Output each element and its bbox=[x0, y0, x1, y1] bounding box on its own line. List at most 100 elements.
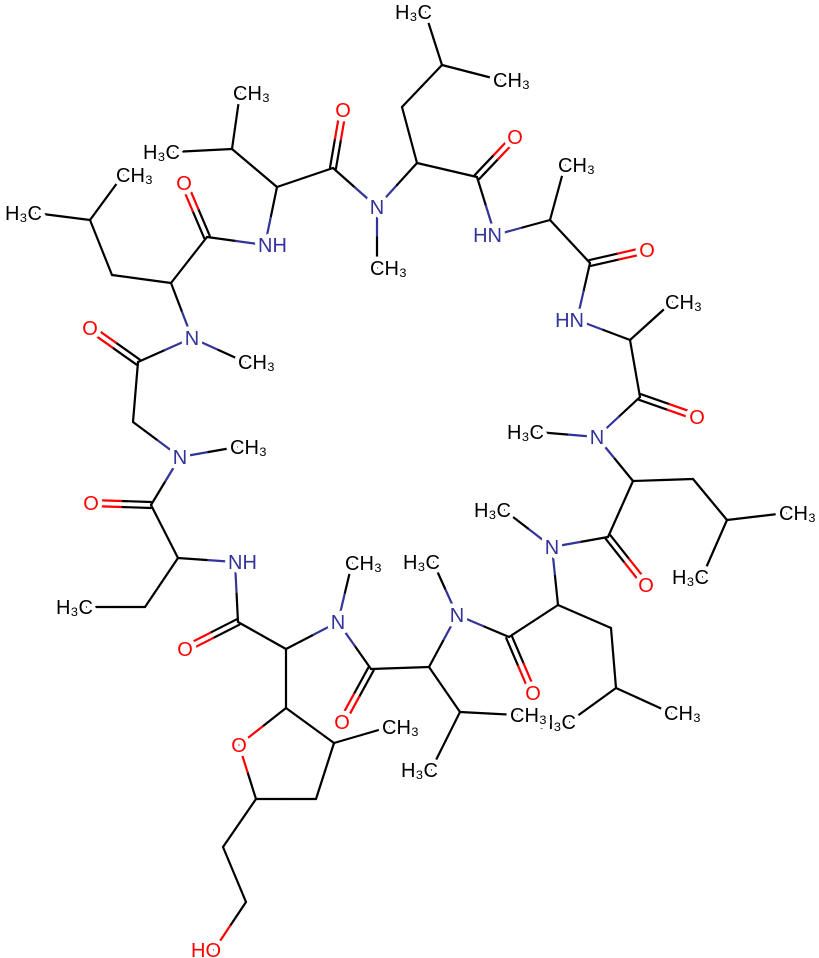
methyl-label: CH₃ bbox=[493, 70, 530, 92]
single-bond bbox=[755, 511, 788, 518]
single-bond bbox=[284, 634, 314, 651]
methyl-label: H₃C bbox=[403, 552, 440, 574]
single-bond bbox=[556, 603, 586, 618]
single-bond bbox=[163, 530, 180, 560]
single-bond bbox=[628, 319, 653, 342]
double-bond bbox=[618, 251, 649, 261]
single-bond bbox=[310, 620, 340, 637]
single-bond bbox=[617, 395, 642, 419]
single-bond bbox=[481, 624, 511, 639]
nitrogen-label: N bbox=[331, 612, 345, 634]
single-bond bbox=[642, 699, 673, 715]
single-bond bbox=[567, 703, 594, 724]
double-bond bbox=[492, 133, 514, 157]
single-bond bbox=[708, 498, 729, 522]
single-bond bbox=[99, 246, 114, 277]
single-bond bbox=[217, 348, 247, 364]
single-bond bbox=[591, 686, 618, 707]
methyl-label: CH₃ bbox=[664, 703, 701, 725]
methyl-label: H₃C bbox=[507, 422, 544, 444]
methyl-label: CH₃ bbox=[345, 553, 382, 575]
double-bond bbox=[517, 665, 532, 696]
single-bond bbox=[343, 561, 354, 594]
nitrogen-label: NH bbox=[258, 235, 287, 257]
single-bond bbox=[565, 433, 599, 439]
single-bond bbox=[606, 507, 622, 539]
single-bond bbox=[550, 545, 557, 578]
single-bond bbox=[308, 724, 336, 745]
single-bond bbox=[420, 63, 444, 88]
oxygen-label: O bbox=[82, 318, 98, 340]
double-bond bbox=[637, 398, 669, 411]
single-bond bbox=[253, 166, 279, 189]
double-bond bbox=[182, 631, 212, 648]
single-bond bbox=[408, 133, 419, 165]
single-bond bbox=[169, 258, 191, 285]
methyl-label: CH₃ bbox=[116, 165, 153, 187]
single-bond bbox=[431, 560, 447, 590]
double-bond bbox=[191, 210, 206, 240]
single-bond bbox=[475, 175, 488, 208]
oxygen-label: O bbox=[639, 240, 655, 262]
double-bond bbox=[334, 138, 343, 170]
single-bond bbox=[261, 706, 288, 728]
oxygen-label: O bbox=[177, 639, 193, 661]
single-bond bbox=[548, 218, 572, 243]
single-bond bbox=[134, 360, 140, 394]
single-bond bbox=[149, 503, 166, 533]
nitrogen-label: N bbox=[450, 605, 464, 627]
single-bond bbox=[614, 686, 645, 702]
single-bond bbox=[484, 204, 497, 237]
single-bond bbox=[88, 196, 108, 222]
single-bond bbox=[649, 300, 674, 323]
double-bond bbox=[505, 637, 520, 668]
single-bond bbox=[369, 666, 402, 671]
single-bond bbox=[269, 185, 279, 218]
double-bond bbox=[185, 637, 214, 653]
single-bond bbox=[180, 309, 194, 340]
double-bond bbox=[209, 618, 238, 634]
single-bond bbox=[595, 415, 620, 439]
methyl-label: CH₃ bbox=[558, 155, 595, 177]
single-bond bbox=[212, 924, 232, 952]
single-bond bbox=[375, 183, 399, 209]
single-bond bbox=[582, 261, 592, 293]
oxygen-label: O bbox=[231, 735, 247, 757]
single-bond bbox=[628, 338, 637, 370]
oxygen-label: O bbox=[176, 173, 192, 195]
single-bond bbox=[429, 739, 447, 772]
double-bond bbox=[588, 252, 619, 262]
single-bond bbox=[323, 741, 336, 773]
nitrogen-label: N bbox=[590, 427, 604, 449]
single-bond bbox=[432, 37, 444, 67]
double-bond bbox=[666, 408, 698, 421]
single-bond bbox=[493, 226, 524, 237]
methyl-label: CH₃ bbox=[238, 352, 275, 374]
single-bond bbox=[284, 706, 312, 727]
nitrogen-label: N bbox=[185, 328, 199, 350]
oxygen-label: O bbox=[638, 575, 654, 597]
single-bond bbox=[612, 656, 618, 690]
hydroxyl-label: HO bbox=[191, 940, 221, 958]
single-bond bbox=[149, 479, 167, 507]
single-bond bbox=[713, 518, 729, 550]
single-bond bbox=[631, 478, 665, 483]
single-bond bbox=[314, 769, 327, 801]
single-bond bbox=[595, 435, 617, 461]
single-bond bbox=[155, 438, 182, 459]
single-bond bbox=[230, 147, 256, 170]
single-bond bbox=[398, 665, 431, 670]
oxygen-label: O bbox=[507, 127, 523, 149]
double-bond bbox=[522, 662, 537, 693]
nitrogen-label: HN bbox=[555, 310, 584, 332]
methyl-label: CH₃ bbox=[665, 292, 702, 314]
double-bond bbox=[604, 537, 626, 564]
single-bond bbox=[160, 556, 180, 584]
single-bond bbox=[469, 71, 502, 82]
double-bond bbox=[358, 669, 375, 699]
methyl-label: CH₃ bbox=[370, 258, 407, 280]
single-bond bbox=[190, 336, 220, 352]
single-bond bbox=[260, 634, 288, 651]
single-bond bbox=[550, 540, 582, 549]
